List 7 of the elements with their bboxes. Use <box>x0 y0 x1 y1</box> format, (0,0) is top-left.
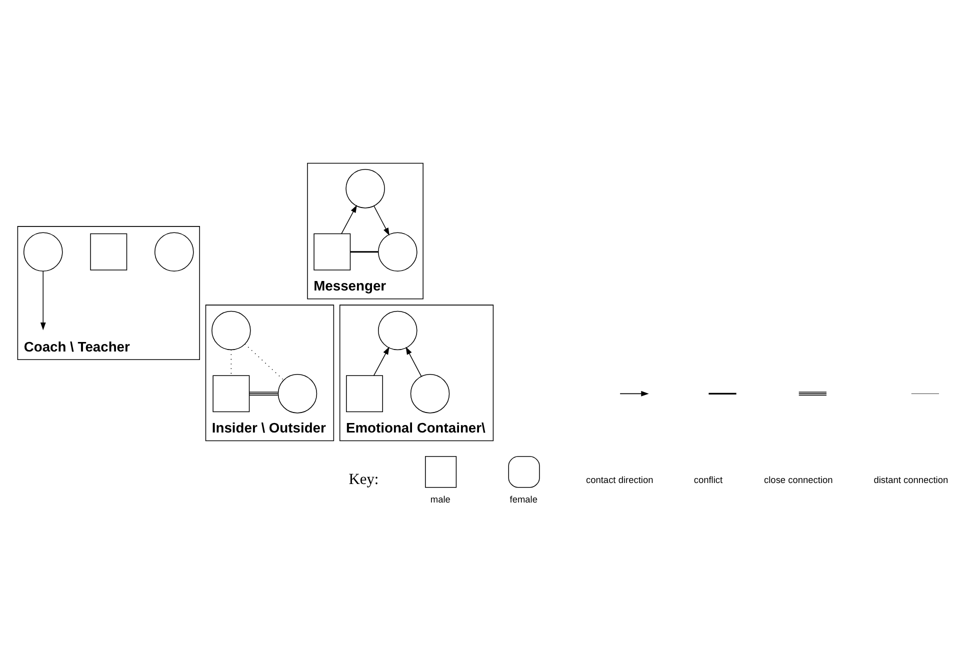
legend-label: male <box>430 494 450 504</box>
legend-label: contact direction <box>586 474 654 485</box>
legend-label: close connection <box>764 474 833 485</box>
legend-label: female <box>510 494 538 504</box>
legend-label: conflict <box>694 474 723 485</box>
label: Key: <box>348 471 379 488</box>
legend-label: distant connection <box>874 474 948 485</box>
